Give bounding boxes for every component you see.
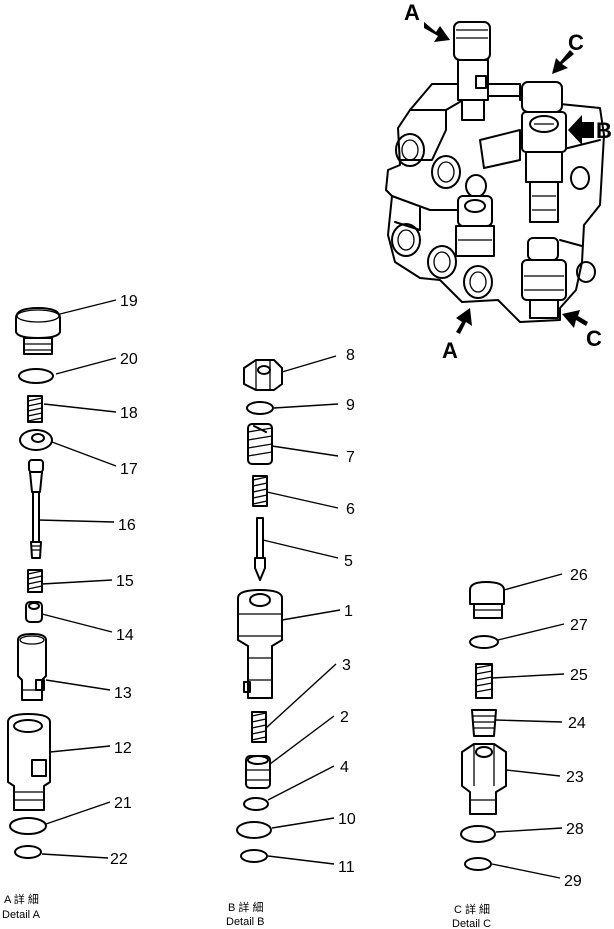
view-marker-labels: A C B A C xyxy=(404,0,612,363)
arrow-c-top xyxy=(552,50,574,74)
detail-b-parts xyxy=(236,359,283,863)
detail-b-caption-jp: B 詳 細 xyxy=(228,900,263,914)
callout-25: 25 xyxy=(570,667,588,684)
part-22 xyxy=(14,845,42,859)
callout-22: 22 xyxy=(110,851,128,868)
callout-labels: 19 20 18 17 16 15 14 13 12 21 22 8 9 7 6… xyxy=(110,293,588,890)
callout-23: 23 xyxy=(566,769,584,786)
callout-11: 11 xyxy=(338,859,355,876)
part-29 xyxy=(464,857,492,871)
part-27 xyxy=(469,635,499,649)
part-6 xyxy=(252,475,268,507)
arrow-a-top xyxy=(424,22,450,42)
callout-28: 28 xyxy=(566,821,584,838)
part-12 xyxy=(7,713,51,811)
part-1 xyxy=(237,589,283,699)
arrow-a-bottom xyxy=(456,308,472,334)
part-11 xyxy=(240,849,268,863)
callout-12: 12 xyxy=(114,740,132,757)
callout-1: 1 xyxy=(344,603,353,620)
part-26 xyxy=(469,581,505,619)
callout-18: 18 xyxy=(120,405,138,422)
part-17 xyxy=(19,429,53,451)
callout-2: 2 xyxy=(340,709,349,726)
view-label-a-bottom: A xyxy=(442,338,458,363)
callout-24: 24 xyxy=(568,715,586,732)
detail-captions: A 詳 細 Detail A B 詳 細 Detail B C 詳 細 Deta… xyxy=(2,892,491,929)
part-25 xyxy=(475,663,493,699)
callout-29: 29 xyxy=(564,873,582,890)
callout-21: 21 xyxy=(114,795,132,812)
detail-c-caption-jp: C 詳 細 xyxy=(454,902,490,916)
detail-a-caption: Detail A xyxy=(2,909,41,921)
callout-26: 26 xyxy=(570,567,588,584)
part-15 xyxy=(27,569,43,593)
arrow-b-right xyxy=(568,115,594,145)
leader-lines xyxy=(37,299,565,879)
callout-5: 5 xyxy=(344,553,353,570)
arrow-c-bottom xyxy=(562,310,588,328)
view-label-c-top: C xyxy=(568,30,584,55)
part-19 xyxy=(15,307,61,355)
view-label-b-right: B xyxy=(596,118,612,143)
part-2 xyxy=(245,755,271,789)
callout-10: 10 xyxy=(338,811,356,828)
part-5 xyxy=(254,517,266,581)
part-23 xyxy=(461,743,507,815)
callout-16: 16 xyxy=(118,517,136,534)
part-18 xyxy=(27,395,43,423)
callout-3: 3 xyxy=(342,657,351,674)
part-4 xyxy=(243,797,269,811)
part-20 xyxy=(18,368,54,384)
callout-27: 27 xyxy=(570,617,588,634)
callout-20: 20 xyxy=(120,351,138,368)
part-7 xyxy=(247,423,273,465)
part-21 xyxy=(9,817,47,835)
part-14 xyxy=(25,601,43,623)
part-9 xyxy=(246,401,274,415)
detail-c-parts xyxy=(460,581,507,871)
view-label-c-bottom: C xyxy=(586,326,602,351)
callout-6: 6 xyxy=(346,501,355,518)
view-label-a-top: A xyxy=(404,0,420,25)
callout-9: 9 xyxy=(346,397,355,414)
callout-15: 15 xyxy=(116,573,134,590)
part-13 xyxy=(17,633,47,701)
callout-13: 13 xyxy=(114,685,132,702)
part-28 xyxy=(460,825,496,843)
detail-c-caption: Detail C xyxy=(452,918,491,929)
view-arrows xyxy=(424,22,594,334)
callout-7: 7 xyxy=(346,449,355,466)
callout-4: 4 xyxy=(340,759,349,776)
detail-a-caption-jp: A 詳 細 xyxy=(4,892,39,906)
callout-8: 8 xyxy=(346,347,355,364)
callout-19: 19 xyxy=(120,293,138,310)
valve-block-assembly xyxy=(385,21,605,323)
part-24 xyxy=(471,709,497,737)
detail-a-parts xyxy=(7,307,61,859)
detail-b-caption: Detail B xyxy=(226,916,265,928)
part-10 xyxy=(236,821,272,839)
part-16 xyxy=(28,459,44,559)
callout-14: 14 xyxy=(116,627,134,644)
part-3 xyxy=(251,711,267,743)
part-8 xyxy=(243,359,283,391)
callout-17: 17 xyxy=(120,461,138,478)
